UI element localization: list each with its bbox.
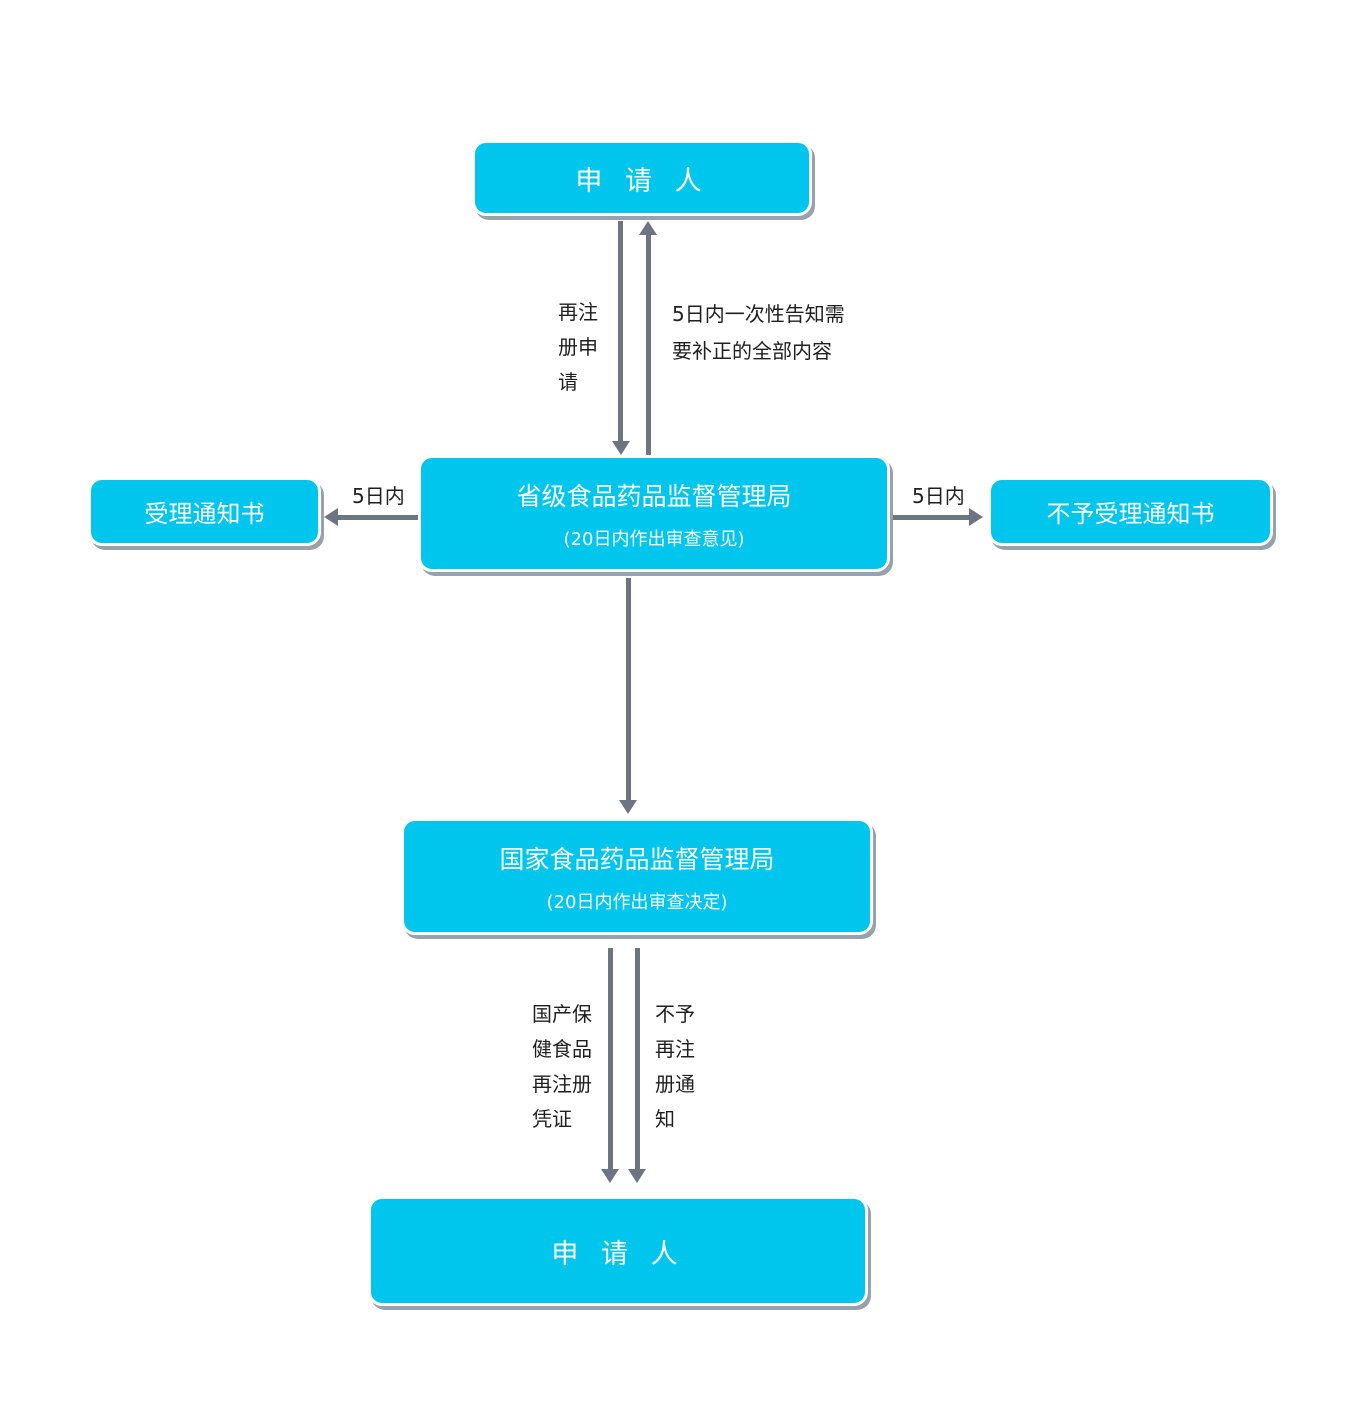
label-certificate-line2: 健食品 bbox=[532, 1037, 592, 1061]
arrow-notify-head-icon bbox=[639, 221, 657, 235]
arrow-accept-head-icon bbox=[324, 508, 338, 526]
arrow-noreregister-line bbox=[635, 948, 640, 1170]
node-national-title: 国家食品药品监督管理局 bbox=[499, 844, 775, 874]
label-reregister-line1: 再注 bbox=[558, 300, 598, 324]
node-applicant-bottom-label: 申 请 人 bbox=[551, 1238, 685, 1270]
label-five-days-right: 5日内 bbox=[912, 478, 965, 514]
label-correction-notice: 5日内一次性告知需 要补正的全部内容 bbox=[672, 296, 845, 370]
label-no-reregister-line4: 知 bbox=[655, 1107, 675, 1131]
node-national-subtitle: (20日内作出审查决定) bbox=[546, 891, 728, 913]
node-provincial-title: 省级食品药品监督管理局 bbox=[516, 481, 792, 511]
label-five-days-left-text: 5日内 bbox=[352, 484, 405, 508]
label-certificate: 国产保 健食品 再注册 凭证 bbox=[532, 997, 592, 1137]
label-correction-line2: 要补正的全部内容 bbox=[672, 339, 832, 363]
node-reject-notice-label: 不予受理通知书 bbox=[1046, 500, 1215, 528]
label-certificate-line4: 凭证 bbox=[532, 1107, 572, 1131]
arrow-apply-head-icon bbox=[612, 441, 630, 455]
label-five-days-left: 5日内 bbox=[352, 478, 405, 514]
node-applicant-bottom: 申 请 人 bbox=[368, 1196, 868, 1306]
label-no-reregister: 不予 再注 册通 知 bbox=[655, 997, 695, 1137]
node-provincial-subtitle: (20日内作出审查意见) bbox=[563, 528, 745, 550]
node-national-fda: 国家食品药品监督管理局 (20日内作出审查决定) bbox=[401, 818, 873, 935]
arrow-forward-line bbox=[626, 578, 631, 801]
label-reregister-line3: 请 bbox=[558, 370, 578, 394]
node-applicant-top: 申 请 人 bbox=[472, 140, 812, 216]
arrow-apply-line bbox=[618, 221, 623, 442]
arrow-reject-line bbox=[893, 515, 969, 520]
label-reregister-line2: 册申 bbox=[558, 335, 598, 359]
label-reregister-application: 再注 册申 请 bbox=[558, 295, 598, 400]
label-certificate-line1: 国产保 bbox=[532, 1002, 592, 1026]
node-applicant-top-label: 申 请 人 bbox=[575, 165, 709, 197]
arrow-accept-line bbox=[338, 515, 418, 520]
node-reject-notice: 不予受理通知书 bbox=[988, 477, 1273, 546]
arrow-noreregister-head-icon bbox=[628, 1169, 646, 1183]
label-no-reregister-line3: 册通 bbox=[655, 1072, 695, 1096]
label-five-days-right-text: 5日内 bbox=[912, 484, 965, 508]
arrow-notify-line bbox=[646, 234, 651, 455]
arrow-reject-head-icon bbox=[969, 508, 983, 526]
label-no-reregister-line2: 再注 bbox=[655, 1037, 695, 1061]
label-correction-line1: 5日内一次性告知需 bbox=[672, 302, 845, 326]
label-no-reregister-line1: 不予 bbox=[655, 1002, 695, 1026]
node-provincial-fda: 省级食品药品监督管理局 (20日内作出审查意见) bbox=[418, 455, 890, 572]
arrow-certificate-head-icon bbox=[601, 1169, 619, 1183]
node-accept-notice: 受理通知书 bbox=[88, 477, 321, 546]
arrow-forward-head-icon bbox=[619, 800, 637, 814]
node-accept-notice-label: 受理通知书 bbox=[144, 500, 265, 528]
label-certificate-line3: 再注册 bbox=[532, 1072, 592, 1096]
arrow-certificate-line bbox=[608, 948, 613, 1170]
